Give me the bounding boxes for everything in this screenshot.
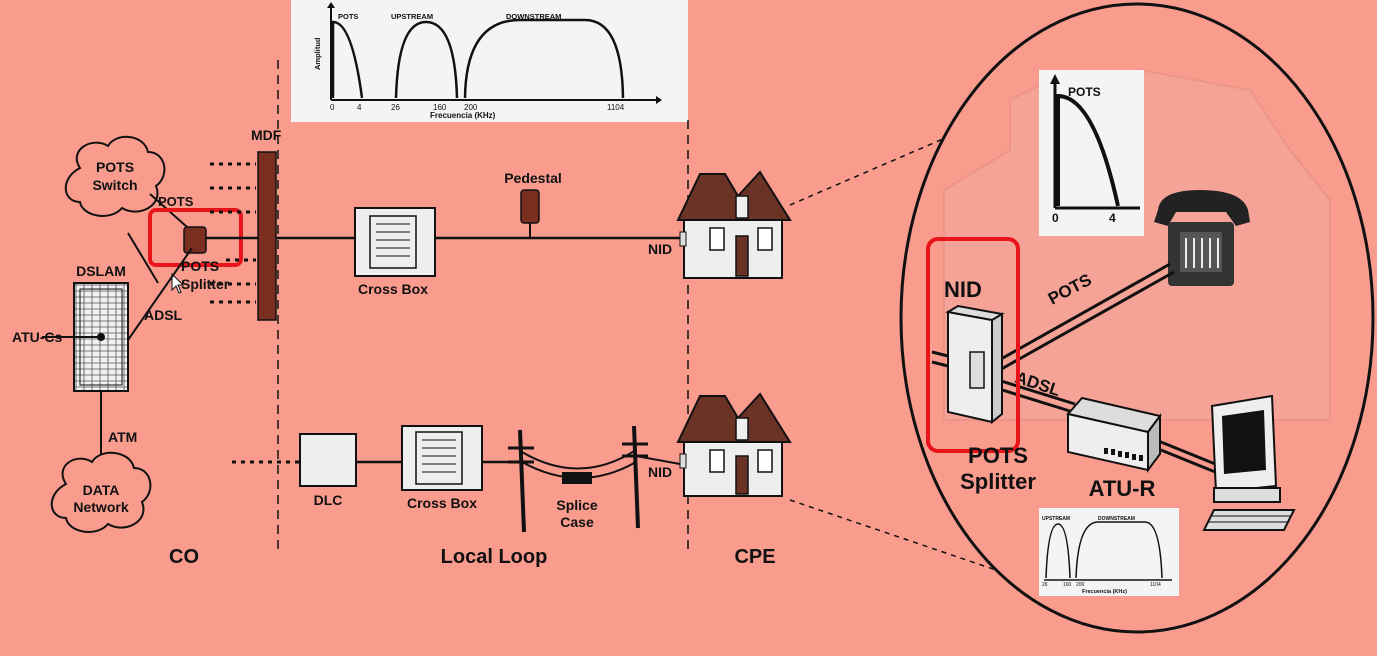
zone-label-co: CO bbox=[169, 546, 199, 568]
pots-inset-tick-0: 0 bbox=[1052, 211, 1059, 225]
dlc-box: DLC bbox=[299, 433, 357, 508]
pots-switch-label-2: Switch bbox=[92, 177, 137, 193]
tick-4: 4 bbox=[357, 103, 362, 112]
pedestal-label: Pedestal bbox=[504, 170, 562, 186]
splice-case-label-1: Splice bbox=[556, 497, 597, 513]
data-network-cloud: DATA Network bbox=[50, 451, 152, 533]
mini-tick-1104: 1104 bbox=[1150, 582, 1161, 588]
pots-inset-tick-4: 4 bbox=[1109, 211, 1116, 225]
mdf-frame: MDF bbox=[210, 127, 282, 321]
house-top bbox=[676, 170, 792, 279]
splitter-detail-label-2: Splitter bbox=[960, 469, 1036, 494]
nid-top-label: NID bbox=[648, 241, 672, 257]
splitter-label-2: Splitter bbox=[181, 276, 230, 292]
cross-box-top-label: Cross Box bbox=[358, 281, 428, 297]
atm-link-label: ATM bbox=[108, 429, 137, 445]
telephone-icon bbox=[1154, 190, 1250, 286]
mini-tick-26: 26 bbox=[1042, 582, 1048, 588]
tick-0: 0 bbox=[330, 103, 335, 112]
atu-c-label: ATU-Cs bbox=[12, 329, 63, 345]
spectrum-y-label: Amplitud bbox=[313, 37, 322, 70]
pots-inset-label: POTS bbox=[1068, 85, 1101, 99]
pedestal: Pedestal bbox=[504, 170, 562, 238]
splitter-detail-label-1: POTS bbox=[968, 443, 1028, 468]
data-network-label-2: Network bbox=[73, 499, 128, 515]
mdf-label: MDF bbox=[251, 127, 282, 143]
tick-160: 160 bbox=[433, 103, 447, 112]
adsl-link-label: ADSL bbox=[144, 307, 183, 323]
adsl-link-line bbox=[127, 247, 193, 341]
band-label-pots: POTS bbox=[338, 12, 358, 21]
cpe-detail-zoom: POTS 0 4 POTS ADSL NID P bbox=[899, 2, 1375, 634]
cross-box-bottom: Cross Box bbox=[401, 425, 483, 511]
cross-box-bottom-label: Cross Box bbox=[407, 495, 477, 511]
utility-pole-2 bbox=[622, 425, 648, 529]
pots-switch-cloud: POTS Switch bbox=[64, 136, 166, 217]
mini-tick-160: 160 bbox=[1063, 582, 1072, 588]
mini-tick-200: 200 bbox=[1076, 582, 1085, 588]
band-label-upstream: UPSTREAM bbox=[391, 12, 433, 21]
utility-pole-1 bbox=[508, 429, 534, 533]
dslam-label: DSLAM bbox=[76, 263, 126, 279]
tick-1104: 1104 bbox=[607, 103, 625, 112]
band-label-downstream: DOWNSTREAM bbox=[506, 12, 561, 21]
mini-x-label: Frecuencia (KHz) bbox=[1082, 589, 1127, 595]
nid-box: NID bbox=[926, 237, 1020, 453]
splitter-label-1: POTS bbox=[181, 258, 219, 274]
nid-detail-label: NID bbox=[944, 277, 982, 302]
pots-spectrum-inset: POTS 0 4 bbox=[1039, 70, 1144, 236]
pots-switch-label-1: POTS bbox=[96, 159, 134, 175]
data-network-label-1: DATA bbox=[83, 482, 120, 498]
dlc-label: DLC bbox=[314, 492, 343, 508]
house-bottom bbox=[676, 392, 792, 497]
tick-26: 26 bbox=[391, 103, 400, 112]
cross-box-top: Cross Box bbox=[354, 207, 436, 297]
splice-case: Splice Case bbox=[556, 472, 598, 530]
splitter-box bbox=[183, 226, 207, 254]
zone-label-cpe: CPE bbox=[734, 546, 775, 568]
spectrum-chart-main: POTS UPSTREAM DOWNSTREAM Amplitud 0 4 26… bbox=[291, 0, 688, 122]
mouse-cursor-icon bbox=[171, 272, 185, 294]
spectrum-x-label: Frecuencia (KHz) bbox=[430, 111, 496, 120]
zone-label-local-loop: Local Loop bbox=[441, 546, 548, 568]
tick-200: 200 bbox=[464, 103, 478, 112]
nid-bottom-label: NID bbox=[648, 464, 672, 480]
splice-case-label-2: Case bbox=[560, 514, 594, 530]
dslam-rack: DSLAM bbox=[73, 263, 129, 392]
pots-splitter-co: POTS Splitter bbox=[148, 208, 243, 294]
mini-band-downstream: DOWNSTREAM bbox=[1098, 516, 1135, 522]
atu-r-label: ATU-R bbox=[1089, 476, 1156, 501]
mini-spectrum-inset: UPSTREAM DOWNSTREAM 26 160 200 1104 Frec… bbox=[1039, 508, 1179, 596]
nid-highlight-box bbox=[926, 237, 1020, 453]
computer-icon bbox=[1202, 394, 1296, 531]
mini-band-upstream: UPSTREAM bbox=[1042, 516, 1070, 522]
atu-r-modem: ATU-R bbox=[1066, 396, 1162, 501]
pots-band-curve bbox=[331, 20, 364, 99]
downstream-band-curve bbox=[463, 18, 625, 99]
pots-link-label: POTS bbox=[158, 194, 194, 209]
upstream-band-curve bbox=[394, 20, 459, 99]
